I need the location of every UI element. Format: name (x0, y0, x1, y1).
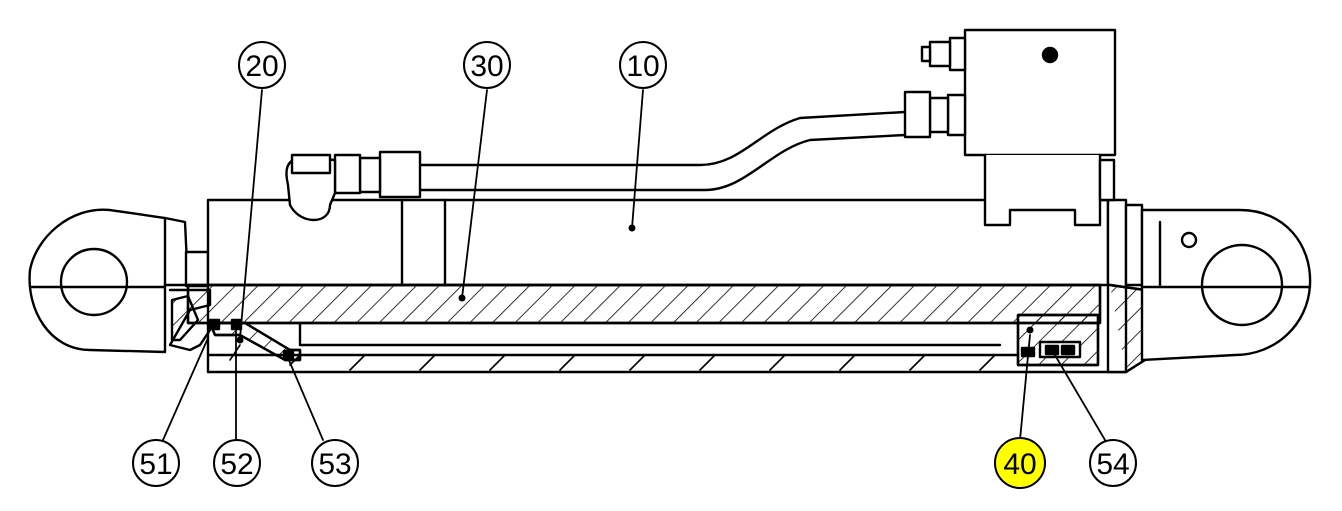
callout-label-51: 51 (139, 448, 172, 481)
leader-40 (1019, 334, 1031, 441)
callout-label-10: 10 (626, 50, 659, 83)
callout-30: 30 (463, 41, 511, 89)
callout-20: 20 (238, 41, 286, 89)
leader-51 (162, 337, 209, 441)
callout-label-40: 40 (1003, 448, 1036, 481)
callout-label-53: 53 (318, 448, 351, 481)
callout-10: 10 (619, 41, 667, 89)
reference-dots (236, 224, 1034, 344)
left-eye-mount (28, 208, 210, 354)
right-piston (1016, 313, 1100, 367)
callout-51: 51 (132, 439, 180, 487)
inner-bore (206, 321, 1020, 371)
leader-53 (287, 357, 324, 441)
hydraulic-pipe (285, 110, 907, 222)
left-gland (208, 318, 302, 362)
leader-20 (239, 89, 263, 339)
callout-54: 54 (1089, 439, 1137, 487)
callout-label-52: 52 (220, 448, 253, 481)
valve-block (903, 28, 1117, 227)
right-end-cap (1106, 198, 1147, 374)
leader-30 (461, 89, 488, 299)
callout-label-20: 20 (245, 50, 278, 83)
leader-54 (1051, 349, 1106, 441)
leader-10 (631, 89, 644, 229)
right-eye-mount (1140, 208, 1312, 362)
leader-lines (162, 89, 1106, 441)
callout-label-54: 54 (1096, 448, 1129, 481)
callout-52: 52 (213, 439, 261, 487)
callout-53: 53 (311, 439, 359, 487)
piston-rod (186, 283, 1102, 325)
callout-label-30: 30 (470, 50, 503, 83)
callout-40: 40 (994, 437, 1046, 489)
